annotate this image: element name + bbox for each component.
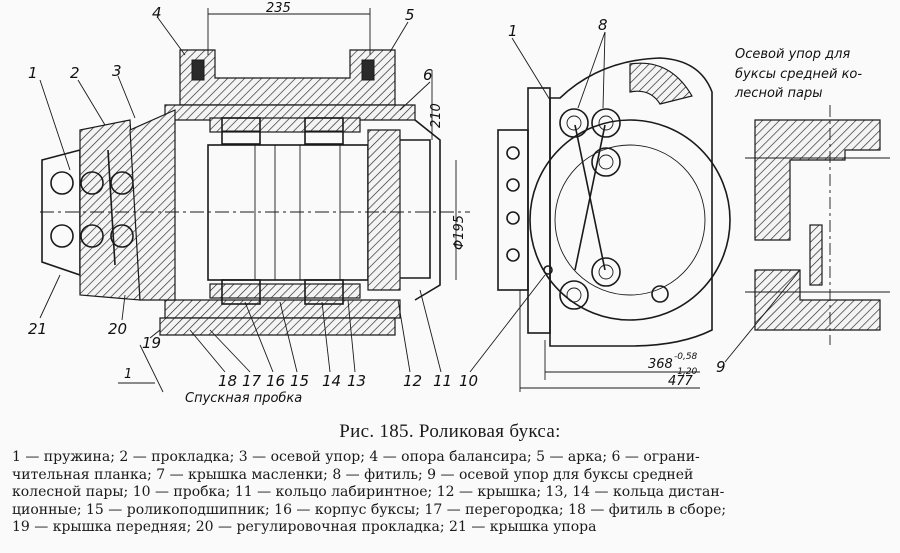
dim-368: 368	[648, 357, 673, 372]
dim-477: 477	[668, 374, 694, 389]
axle-journal	[207, 144, 369, 281]
spring-cap-outline	[41, 148, 81, 277]
housing-bottom	[159, 317, 396, 336]
figure-caption: Рис. 185. Роликовая букса:	[339, 421, 561, 442]
note-axial-stop-3: лесной пары	[734, 86, 822, 101]
label-14: 14	[322, 372, 341, 390]
label-9: 9	[716, 358, 726, 376]
label-2: 2	[70, 64, 80, 82]
housing-lower-wall	[164, 299, 401, 319]
label-18: 18	[218, 372, 237, 390]
axle-extension	[400, 139, 431, 279]
label-11: 11	[433, 372, 452, 390]
detail-view-9	[724, 105, 890, 363]
dim-1: 1	[124, 367, 132, 382]
roller-axlebox-drawing: 1 2 3 4 5 6 21 20 19 18 17 16 15 14 13 1…	[28, 1, 890, 406]
legend-line: колесной пары; 10 — пробка; 11 — кольцо …	[12, 484, 725, 501]
dim-368-lower: -1,20	[674, 367, 698, 377]
roller-bearing-top	[209, 117, 361, 145]
cover-12	[414, 119, 441, 301]
label-19: 19	[142, 334, 161, 352]
dim-368-upper: -0,58	[674, 352, 698, 362]
leaders-section	[39, 17, 442, 393]
legend-line: 19 — крышка передняя; 20 — регулировочна…	[12, 519, 597, 536]
label-13: 13	[347, 372, 366, 390]
label-12: 12	[403, 372, 422, 390]
legend-line: 1 — пружина; 2 — прокладка; 3 — осевой у…	[12, 449, 700, 465]
note-drain-plug: Спускная пробка	[185, 391, 302, 406]
figure-legend: 1 — пружина; 2 — прокладка; 3 — осевой у…	[12, 449, 888, 537]
wick-8	[574, 124, 606, 271]
dim-195: Φ195	[452, 215, 467, 250]
section-view	[39, 8, 470, 393]
label-3: 3	[112, 62, 122, 80]
note-axial-stop-2: буксы средней ко-	[735, 67, 862, 82]
label-8: 8	[598, 16, 608, 34]
label-10: 10	[459, 372, 478, 390]
note-axial-stop-1: Осевой упор для	[735, 47, 850, 62]
end-disc	[529, 119, 731, 321]
label-15: 15	[290, 372, 309, 390]
detail-stop-9	[809, 224, 823, 286]
label-4: 4	[152, 4, 162, 22]
labyrinth-ring	[367, 129, 401, 291]
legend-line: чительная планка; 7 — крышка масленки; 8…	[12, 466, 694, 483]
support-5-bolt	[361, 59, 375, 81]
end-view	[469, 31, 731, 392]
end-plate	[497, 129, 529, 291]
label-16: 16	[266, 372, 285, 390]
label-5: 5	[405, 6, 415, 24]
detail-upper	[754, 119, 881, 241]
housing-contour	[549, 57, 713, 347]
label-17: 17	[242, 372, 262, 390]
roller-bearing-bottom	[209, 279, 361, 305]
dim-235: 235	[266, 1, 291, 16]
label-1-spring: 1	[28, 64, 38, 82]
dim-210: 210	[429, 103, 444, 128]
label-20: 20	[108, 320, 127, 338]
front-cover	[129, 109, 176, 301]
label-21: 21	[28, 320, 47, 338]
support-4-bolt	[191, 59, 205, 81]
end-boss	[629, 62, 693, 105]
label-1-cover: 1	[508, 22, 518, 40]
legend-line: ционные; 15 — роликоподшипник; 16 — корп…	[12, 501, 727, 518]
label-6: 6	[423, 66, 433, 84]
